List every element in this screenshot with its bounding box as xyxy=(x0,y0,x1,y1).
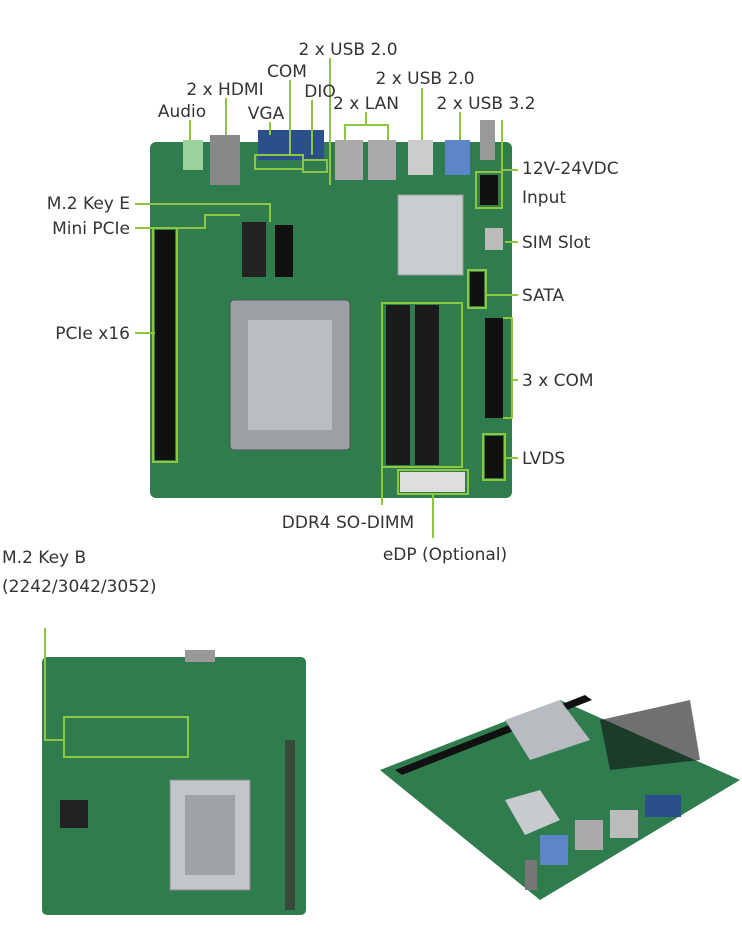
label-edp: eDP (Optional) xyxy=(383,545,507,565)
label-pcie-x16: PCIe x16 xyxy=(55,324,130,344)
label-ddr4: DDR4 SO-DIMM xyxy=(282,513,414,533)
label-sata: SATA xyxy=(522,286,564,306)
board-bottom-view xyxy=(42,628,306,915)
label-lan: 2 x LAN xyxy=(333,94,399,114)
board-isometric-view xyxy=(380,695,740,900)
label-power-2: Input xyxy=(522,188,566,208)
board-top-view xyxy=(150,120,512,498)
label-usb20-top: 2 x USB 2.0 xyxy=(298,40,397,60)
label-sim-slot: SIM Slot xyxy=(522,233,591,253)
label-usb32: 2 x USB 3.2 xyxy=(436,94,535,114)
label-power-1: 12V-24VDC xyxy=(522,159,619,179)
label-audio: Audio xyxy=(158,102,206,122)
label-dio: DIO xyxy=(304,82,336,102)
label-m2-key-e: M.2 Key E xyxy=(47,194,130,214)
label-lvds: LVDS xyxy=(522,449,565,469)
label-3-com: 3 x COM xyxy=(522,371,594,391)
label-com: COM xyxy=(267,62,307,82)
label-m2-key-b-1: M.2 Key B xyxy=(2,548,86,568)
label-hdmi: 2 x HDMI xyxy=(186,80,263,100)
label-mini-pcie: Mini PCIe xyxy=(52,219,130,239)
label-vga: VGA xyxy=(248,104,285,124)
label-usb20-second: 2 x USB 2.0 xyxy=(375,69,474,89)
leader-lines xyxy=(135,58,518,538)
label-m2-key-b-2: (2242/3042/3052) xyxy=(2,577,157,597)
